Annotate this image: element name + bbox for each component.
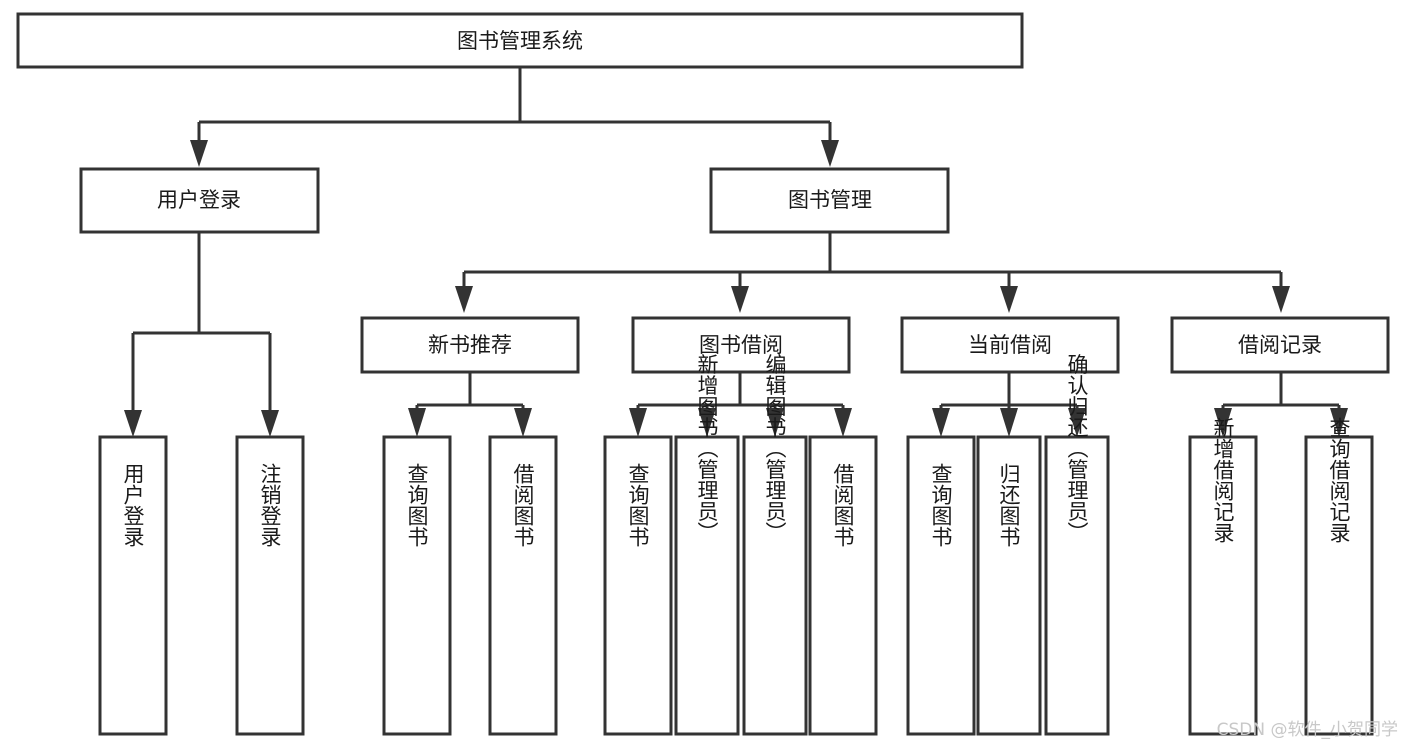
arrow-head-leaf-cb-confirm (1068, 408, 1086, 437)
node-borrow-record[interactable]: 借阅记录 (1170, 316, 1390, 374)
leaf-node-cb-query-book[interactable]: 查询图书 (906, 435, 976, 736)
node-user-login-label: 用户登录 (157, 188, 241, 212)
node-new-book-recommend-box[interactable] (360, 316, 580, 374)
leaf-node-bb-query-book[interactable]: 查询图书 (603, 435, 673, 736)
node-borrow-record-box[interactable] (1170, 316, 1390, 374)
leaf-node-bb-edit-book[interactable]: 编辑图书（管理员） (742, 354, 808, 736)
leaf-node-cb-return-book[interactable]: 归还图书 (976, 435, 1042, 736)
leaf-node-cb-return-book-box[interactable] (976, 435, 1042, 736)
connector-group-book-mgmt (455, 232, 1290, 313)
connector-group-root (190, 67, 839, 167)
node-book-borrow-label: 图书借阅 (699, 333, 783, 357)
arrow-head-book-mgmt (821, 140, 839, 167)
node-current-borrow[interactable]: 当前借阅 (900, 316, 1120, 374)
leaf-node-br-add-record-label: 新增借阅记录 (1211, 417, 1235, 543)
node-root-label: 图书管理系统 (457, 29, 583, 53)
arrow-head-user-login (190, 140, 208, 167)
leaf-node-br-add-record-box[interactable] (1188, 435, 1258, 736)
connector-group-borrow-record (1214, 372, 1348, 437)
arrow-head-leaf-bb-add (698, 408, 716, 437)
node-root-box[interactable] (16, 12, 1024, 69)
leaf-node-logout-label: 注销登录 (258, 463, 282, 547)
arrow-head-leaf-br-add (1214, 408, 1232, 437)
leaf-node-cb-confirm-return[interactable]: 确认归还（管理员） (1044, 354, 1110, 736)
leaf-node-user-login-label: 用户登录 (121, 463, 145, 547)
connector-group-current-borrow (932, 372, 1086, 437)
arrow-head-leaf-bb-edit (766, 408, 784, 437)
leaf-node-bb-add-book-label: 新增图书（管理员） (695, 354, 719, 543)
leaf-node-user-login[interactable]: 用户登录 (98, 435, 168, 736)
node-book-management[interactable]: 图书管理 (709, 167, 950, 234)
arrow-head-leaf-cb-return (1000, 408, 1018, 437)
arrow-head-new-book (455, 286, 473, 313)
node-root[interactable]: 图书管理系统 (16, 12, 1024, 69)
leaf-node-logout-box[interactable] (235, 435, 305, 736)
leaf-node-cb-confirm-return-label: 确认归还（管理员） (1065, 354, 1089, 543)
node-book-borrow[interactable]: 图书借阅 (631, 316, 851, 374)
node-current-borrow-label: 当前借阅 (968, 333, 1052, 357)
leaf-node-bb-edit-book-box[interactable] (742, 435, 808, 736)
node-new-book-recommend[interactable]: 新书推荐 (360, 316, 580, 374)
leaf-node-bb-query-book-label: 查询图书 (626, 463, 650, 547)
leaf-node-nb-query-book[interactable]: 查询图书 (382, 435, 452, 736)
arrow-head-leaf-cb-query (932, 408, 950, 437)
arrow-head-leaf-user-login (124, 410, 142, 437)
node-borrow-record-label: 借阅记录 (1238, 333, 1322, 357)
leaf-node-nb-borrow-book-label: 借阅图书 (511, 463, 535, 547)
arrow-head-leaf-logout (261, 410, 279, 437)
leaf-node-br-query-record-box[interactable] (1304, 435, 1374, 736)
leaf-node-bb-borrow-book[interactable]: 借阅图书 (808, 435, 878, 736)
leaf-node-bb-query-book-box[interactable] (603, 435, 673, 736)
arrow-head-borrow-record (1272, 286, 1290, 313)
node-book-borrow-box[interactable] (631, 316, 851, 374)
node-current-borrow-box[interactable] (900, 316, 1120, 374)
connector-group-new-book (408, 372, 532, 437)
leaf-node-br-query-record[interactable]: 查询借阅记录 (1304, 417, 1374, 736)
leaf-node-logout[interactable]: 注销登录 (235, 435, 305, 736)
connector-group-user-login (124, 232, 279, 437)
leaf-node-nb-borrow-book-box[interactable] (488, 435, 558, 736)
leaf-node-bb-add-book[interactable]: 新增图书（管理员） (674, 354, 740, 736)
arrow-head-leaf-nb-borrow (514, 408, 532, 437)
leaf-node-cb-query-book-box[interactable] (906, 435, 976, 736)
leaf-node-bb-edit-book-label: 编辑图书（管理员） (763, 354, 787, 543)
leaf-node-br-query-record-label: 查询借阅记录 (1327, 417, 1351, 543)
leaf-node-nb-query-book-box[interactable] (382, 435, 452, 736)
arrow-head-leaf-bb-query (629, 408, 647, 437)
node-book-management-box[interactable] (709, 167, 950, 234)
node-new-book-recommend-label: 新书推荐 (428, 333, 512, 357)
leaf-node-cb-query-book-label: 查询图书 (929, 463, 953, 547)
arrow-head-book-borrow (731, 286, 749, 313)
leaf-node-user-login-box[interactable] (98, 435, 168, 736)
node-book-management-label: 图书管理 (788, 188, 872, 212)
connector-group-book-borrow (629, 372, 852, 437)
leaf-node-cb-return-book-label: 归还图书 (997, 463, 1021, 547)
arrow-head-leaf-bb-borrow (834, 408, 852, 437)
leaf-node-bb-add-book-box[interactable] (674, 435, 740, 736)
arrow-head-leaf-br-query (1330, 408, 1348, 437)
leaf-node-bb-borrow-book-box[interactable] (808, 435, 878, 736)
leaf-node-nb-query-book-label: 查询图书 (405, 463, 429, 547)
csdn-watermark: CSDN @软件_小贺同学 (1217, 720, 1398, 740)
arrow-head-leaf-nb-query (408, 408, 426, 437)
leaf-node-br-add-record[interactable]: 新增借阅记录 (1188, 417, 1258, 736)
leaf-node-nb-borrow-book[interactable]: 借阅图书 (488, 435, 558, 736)
arrow-head-current-borrow (1000, 286, 1018, 313)
leaf-node-cb-confirm-return-box[interactable] (1044, 435, 1110, 736)
leaf-node-bb-borrow-book-label: 借阅图书 (831, 463, 855, 547)
node-user-login-box[interactable] (79, 167, 320, 234)
node-user-login[interactable]: 用户登录 (79, 167, 320, 234)
